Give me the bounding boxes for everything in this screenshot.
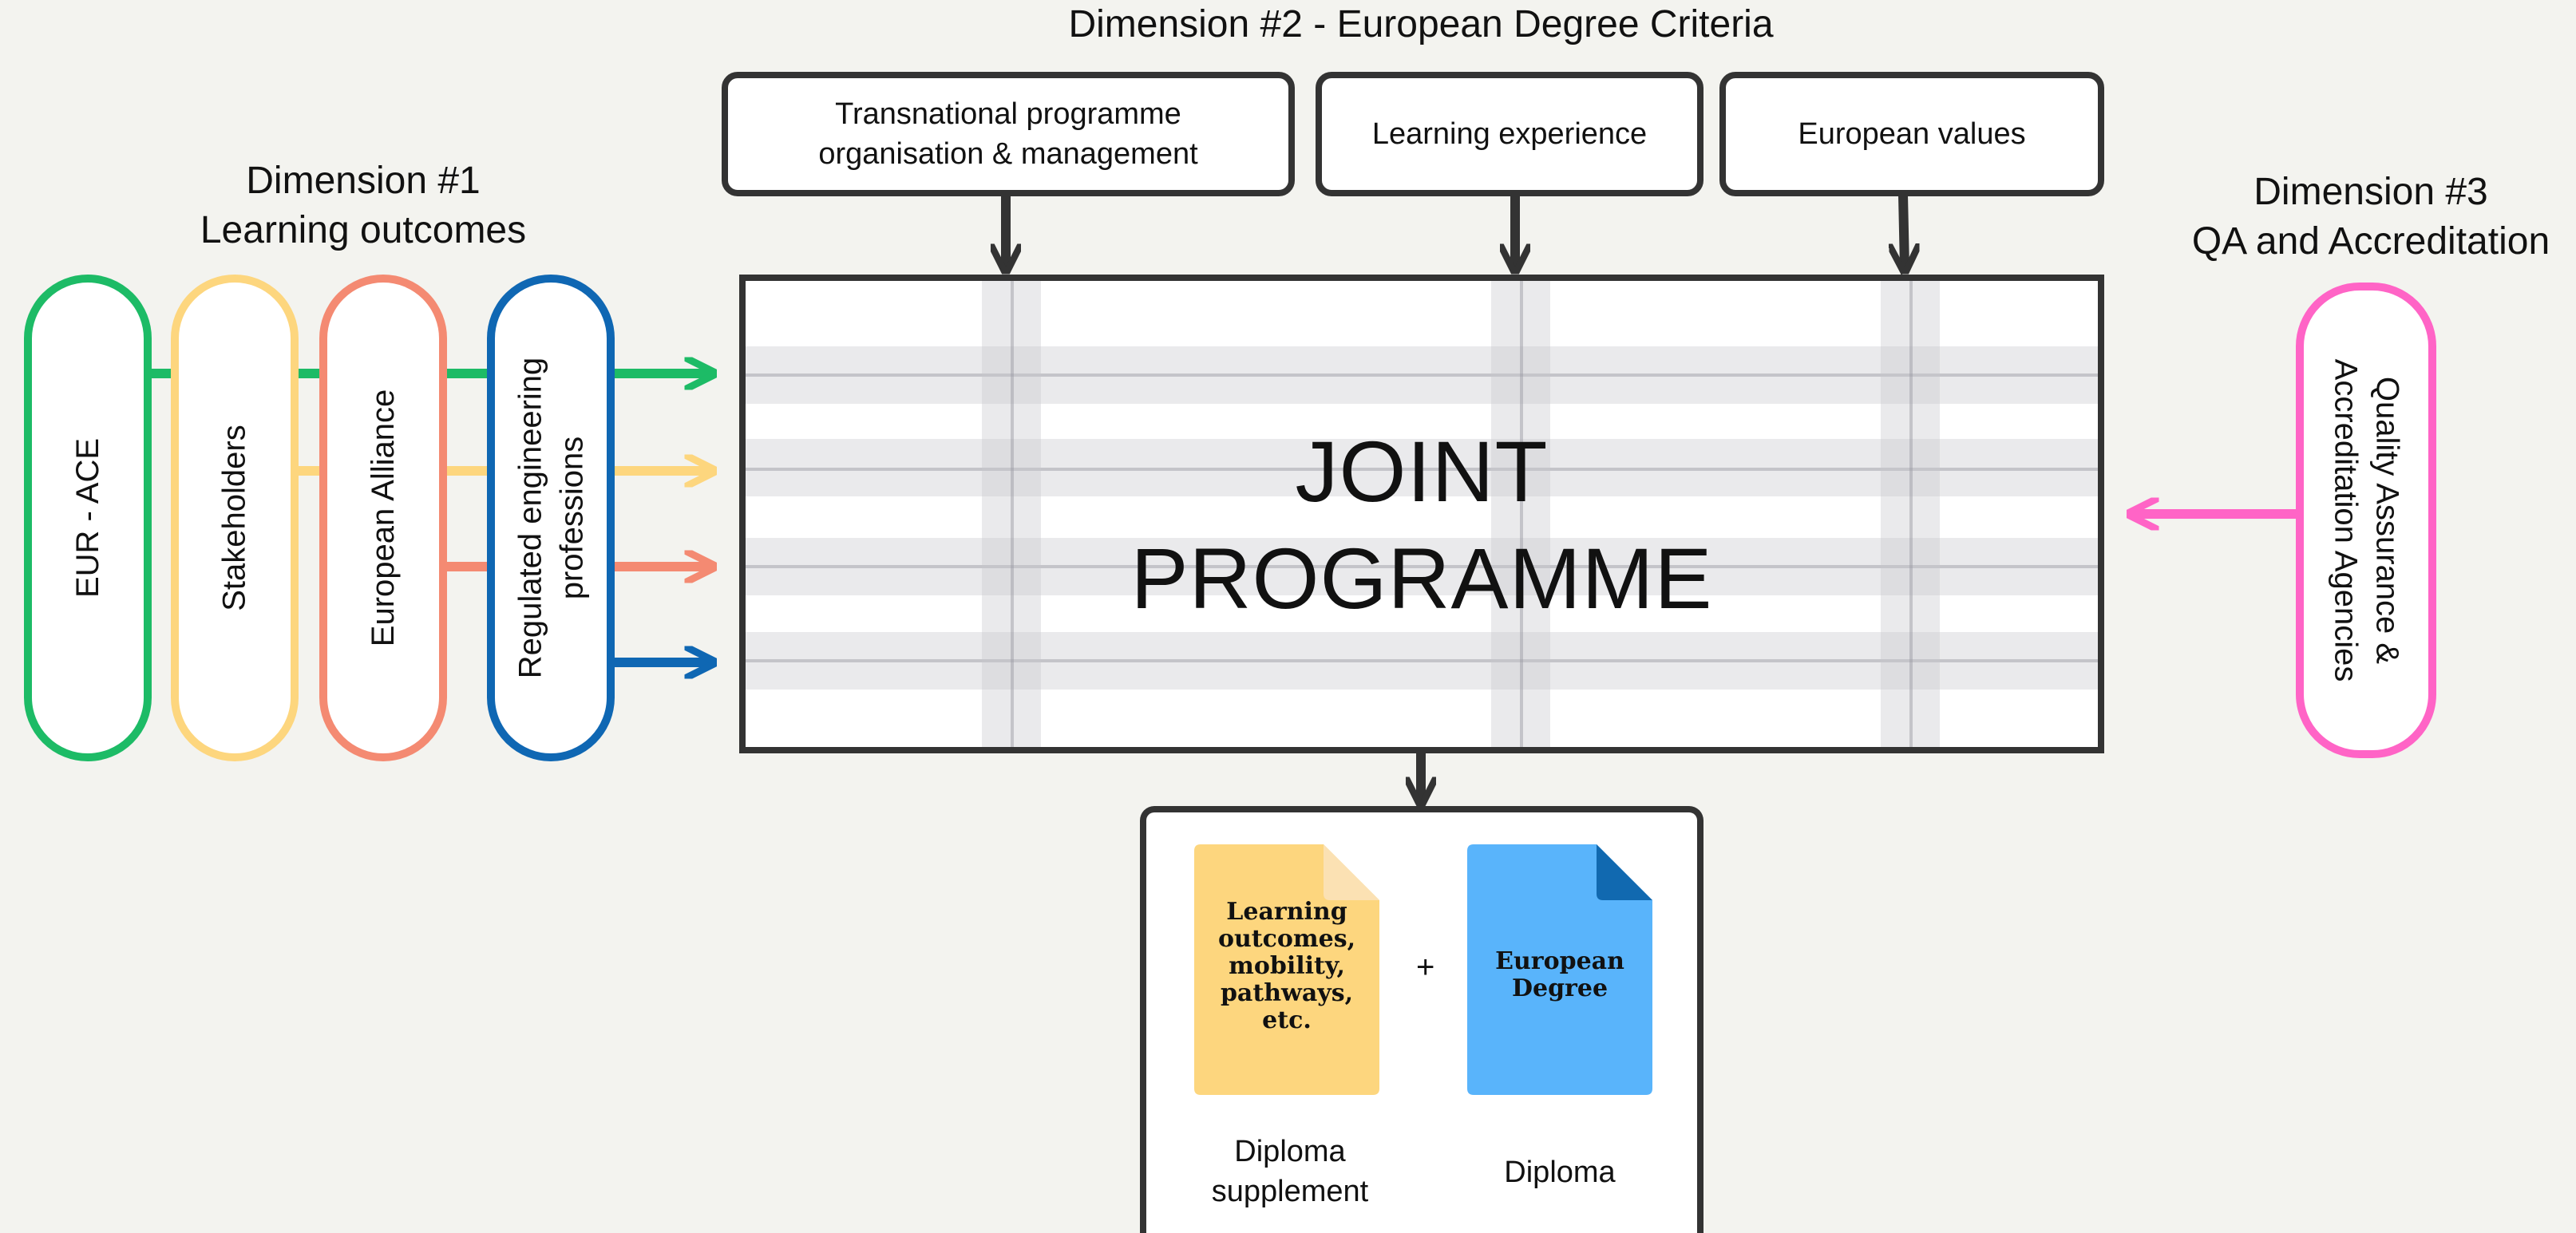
grid-line bbox=[746, 373, 2098, 377]
grid-column-line bbox=[1520, 281, 1523, 747]
caption-diploma-supplement-line2: supplement bbox=[1211, 1175, 1369, 1208]
grid-band bbox=[746, 439, 2098, 496]
caption-diploma-supplement: Diploma supplement bbox=[1178, 1132, 1402, 1211]
dimension3-title-line1: Dimension #3 bbox=[2254, 171, 2488, 213]
pill-european-alliance-label: European Alliance bbox=[366, 389, 401, 647]
pill-regulated-engineering: Regulated engineering professions bbox=[487, 275, 615, 761]
criteria-transnational-line2: organisation & management bbox=[818, 137, 1198, 171]
european-degree-document: European Degree bbox=[1467, 844, 1652, 1095]
pill-quality-assurance-label: Quality Assurance & Accreditation Agenci… bbox=[2325, 359, 2408, 682]
criteria-learning-experience-label: Learning experience bbox=[1371, 117, 1648, 151]
dimension2-title: Dimension #2 - European Degree Criteria bbox=[1068, 3, 1774, 45]
dimension1-title: Dimension #1 Learning outcomes bbox=[144, 156, 583, 255]
diploma-supplement-document: Learning outcomes, mobility, pathways, e… bbox=[1194, 844, 1379, 1095]
grid-line bbox=[746, 565, 2098, 568]
doc1-line: outcomes, bbox=[1217, 925, 1356, 953]
pill-stakeholders: Stakeholders bbox=[171, 275, 299, 761]
pill-quality-assurance-line2: Accreditation Agencies bbox=[2328, 358, 2363, 682]
criteria-european-values-label: European values bbox=[1798, 117, 2026, 151]
joint-programme-title: JOINT PROGRAMME bbox=[746, 418, 2098, 632]
caption-diploma-supplement-line1: Diploma bbox=[1234, 1135, 1346, 1168]
doc2-line: European bbox=[1495, 947, 1624, 975]
criteria-arrow-3 bbox=[1903, 194, 1905, 268]
dimension1-title-line2: Learning outcomes bbox=[200, 209, 527, 251]
output-box: Learning outcomes, mobility, pathways, e… bbox=[1140, 806, 1703, 1233]
pill-regulated-engineering-line2: professions bbox=[554, 436, 590, 600]
pill-regulated-engineering-line1: Regulated engineering bbox=[512, 357, 548, 679]
grid-line bbox=[746, 659, 2098, 662]
dimension3-title: Dimension #3 QA and Accreditation bbox=[2171, 168, 2570, 267]
criteria-transnational-line1: Transnational programme bbox=[835, 97, 1181, 131]
dimension1-title-line1: Dimension #1 bbox=[246, 160, 481, 202]
criteria-learning-experience: Learning experience bbox=[1316, 72, 1703, 196]
diploma-supplement-text: Learning outcomes, mobility, pathways, e… bbox=[1194, 899, 1379, 1034]
doc1-line: etc. bbox=[1262, 1006, 1312, 1034]
grid-line bbox=[746, 468, 2098, 471]
document-icon bbox=[1467, 844, 1652, 1095]
pill-eur-ace: EUR - ACE bbox=[24, 275, 152, 761]
doc1-line: pathways, bbox=[1220, 979, 1354, 1007]
joint-programme-line1: JOINT bbox=[1295, 423, 1549, 520]
caption-diploma: Diploma bbox=[1504, 1156, 1616, 1189]
grid-column-line bbox=[1909, 281, 1913, 747]
grid-band bbox=[746, 538, 2098, 595]
grid-column bbox=[982, 281, 1041, 747]
criteria-european-values: European values bbox=[1719, 72, 2104, 196]
joint-programme-box: JOINT PROGRAMME bbox=[739, 275, 2104, 753]
dimension3-title-line2: QA and Accreditation bbox=[2191, 220, 2550, 263]
pill-regulated-engineering-label: Regulated engineering professions bbox=[509, 358, 592, 679]
grid-column bbox=[1881, 281, 1940, 747]
pill-quality-assurance: Quality Assurance & Accreditation Agenci… bbox=[2296, 283, 2436, 758]
grid-column bbox=[1491, 281, 1550, 747]
doc1-line: mobility, bbox=[1229, 952, 1345, 980]
pill-stakeholders-label: Stakeholders bbox=[217, 425, 253, 611]
joint-programme-line2: PROGRAMME bbox=[1130, 530, 1713, 626]
pill-quality-assurance-line1: Quality Assurance & bbox=[2369, 376, 2404, 665]
plus-sign: + bbox=[1416, 950, 1435, 985]
grid-column-line bbox=[1011, 281, 1014, 747]
criteria-transnational: Transnational programme organisation & m… bbox=[722, 72, 1295, 196]
grid-band bbox=[746, 632, 2098, 690]
document-icon bbox=[1194, 844, 1379, 1095]
grid-band bbox=[746, 346, 2098, 404]
doc2-line: Degree bbox=[1511, 974, 1609, 1002]
doc1-line: Learning bbox=[1226, 898, 1347, 926]
pill-eur-ace-label: EUR - ACE bbox=[70, 437, 106, 599]
pill-european-alliance: European Alliance bbox=[319, 275, 447, 761]
european-degree-text: European Degree bbox=[1467, 948, 1652, 1002]
